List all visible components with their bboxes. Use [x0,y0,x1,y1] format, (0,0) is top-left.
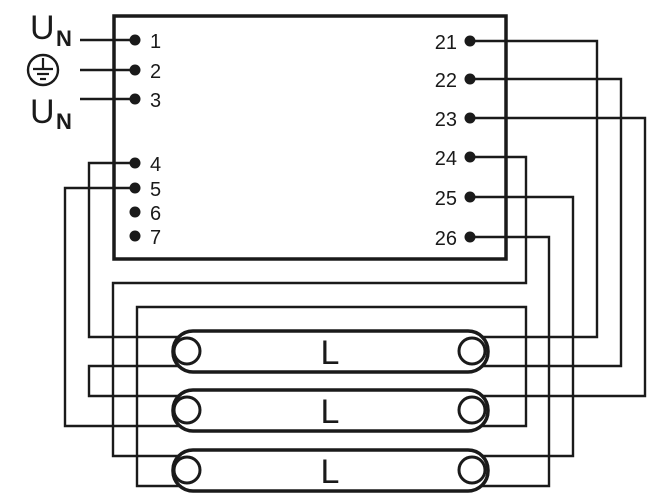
terminal-label-6: 6 [150,203,161,225]
un-2-main: U [30,93,55,131]
terminal-25 [464,191,476,203]
terminal-label-1: 1 [150,31,161,53]
terminal-4 [129,157,141,169]
terminal-1 [129,34,141,46]
terminal-label-24: 24 [435,148,457,170]
lamp-2: L [171,388,490,433]
terminal-24 [464,151,476,163]
terminal-6 [129,206,141,218]
terminal-label-22: 22 [435,70,457,92]
terminal-label-7: 7 [150,227,161,249]
ballast-box [112,14,508,261]
terminal-7 [129,230,141,242]
lamp-3-label: L [321,453,340,491]
lamp-3-left-filament-icon [172,455,202,485]
terminal-23 [464,112,476,124]
terminal-label-3: 3 [150,90,161,112]
left-terminals: 1 2 3 4 5 6 7 [129,31,161,249]
lamp-2-left-filament-icon [172,395,202,425]
un-2-sub: N [56,109,72,134]
terminal-21 [464,35,476,47]
terminal-2 [129,64,141,76]
lamp-1-label: L [321,334,340,372]
right-terminals: 21 22 23 24 25 26 [435,32,476,250]
terminal-26 [464,231,476,243]
terminal-label-2: 2 [150,61,161,83]
lamp-3-right-filament-icon [457,455,487,485]
lamp-2-label: L [321,393,340,431]
terminal-label-5: 5 [150,179,161,201]
lamp-2-right-filament-icon [457,395,487,425]
terminal-label-26: 26 [435,228,457,250]
un-1-sub: N [56,26,72,51]
wire-pin23-lamp2 [470,116,647,398]
lamp-1-right-filament-icon [457,336,487,366]
terminal-label-23: 23 [435,109,457,131]
terminal-label-4: 4 [150,154,161,176]
earth-icon [26,53,60,87]
un-1-main: U [30,9,55,47]
lamp-1: L [171,329,490,374]
wire-pin26-lamp3 [470,235,551,488]
lamp-3: L [171,448,490,493]
terminal-label-25: 25 [435,188,457,210]
terminal-5 [129,182,141,194]
wire-pin22-lamp1 [470,77,623,368]
wire-pin24-lamp3 [111,155,528,458]
terminal-3 [129,93,141,105]
lamp-1-left-filament-icon [172,336,202,366]
wire-lamp2-lamp3 [135,305,528,488]
supply-un-2: U N [30,93,72,134]
wire-pin21-lamp1 [470,39,599,339]
supply-un-1: U N [30,9,72,51]
terminal-22 [464,73,476,85]
wire-pin5-lamp2 [63,186,185,428]
wire-pin25-lamp3 [470,195,575,458]
terminal-label-21: 21 [435,32,457,54]
